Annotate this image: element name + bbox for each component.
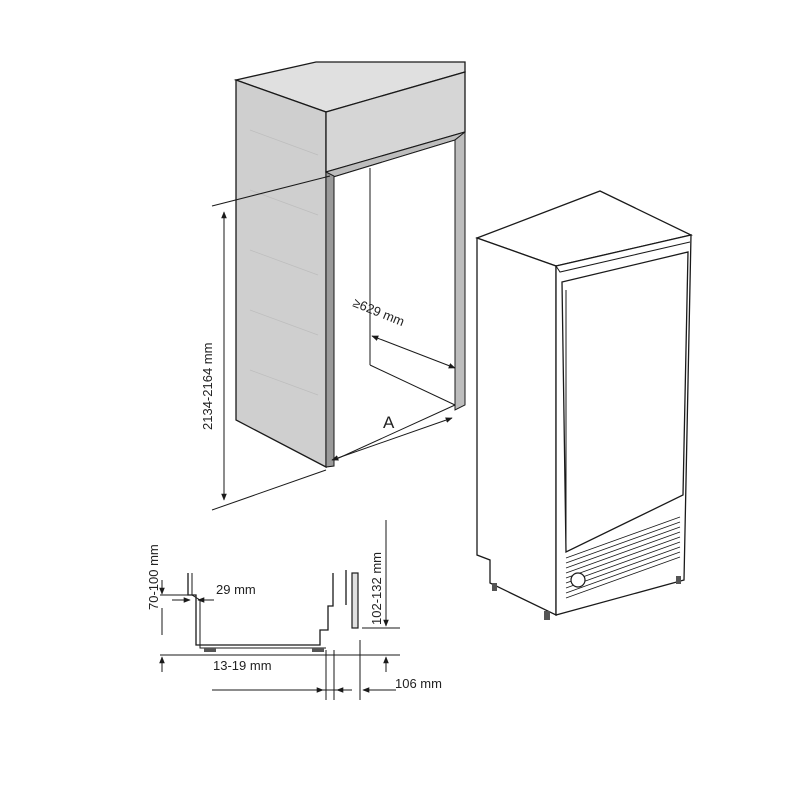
appliance xyxy=(475,190,693,620)
niche-right-panel xyxy=(454,130,466,411)
plinth-detail: 70-100 mm 29 mm 102-132 mm 13-19 mm 106 … xyxy=(146,520,442,700)
niche-rear-floor xyxy=(369,364,456,406)
gap-label: 13-19 mm xyxy=(213,658,272,673)
height-label: 2134-2164 mm xyxy=(200,343,215,430)
panel-texture xyxy=(249,129,319,396)
appliance-foot-knob xyxy=(570,572,586,588)
vent-panel xyxy=(351,572,359,629)
cabinet-left-panel xyxy=(235,79,327,469)
appliance-foot xyxy=(544,611,550,620)
plinth-height-label: 70-100 mm xyxy=(146,544,161,610)
appliance-foot xyxy=(492,583,497,591)
recess-29-label: 29 mm xyxy=(216,582,256,597)
height-dimension: 2134-2164 mm xyxy=(200,175,331,511)
width-label: A xyxy=(383,413,395,432)
appliance-side xyxy=(476,237,557,617)
vent-height-label: 102-132 mm xyxy=(369,552,384,625)
depth-106-label: 106 mm xyxy=(395,676,442,691)
plinth-profile xyxy=(187,573,334,646)
vent-grille xyxy=(565,516,681,599)
cabinet-niche xyxy=(233,61,466,469)
width-dimension: A xyxy=(331,413,453,461)
niche-left-edge xyxy=(325,171,335,468)
appliance-door xyxy=(561,251,689,554)
appliance-foot xyxy=(676,576,681,584)
